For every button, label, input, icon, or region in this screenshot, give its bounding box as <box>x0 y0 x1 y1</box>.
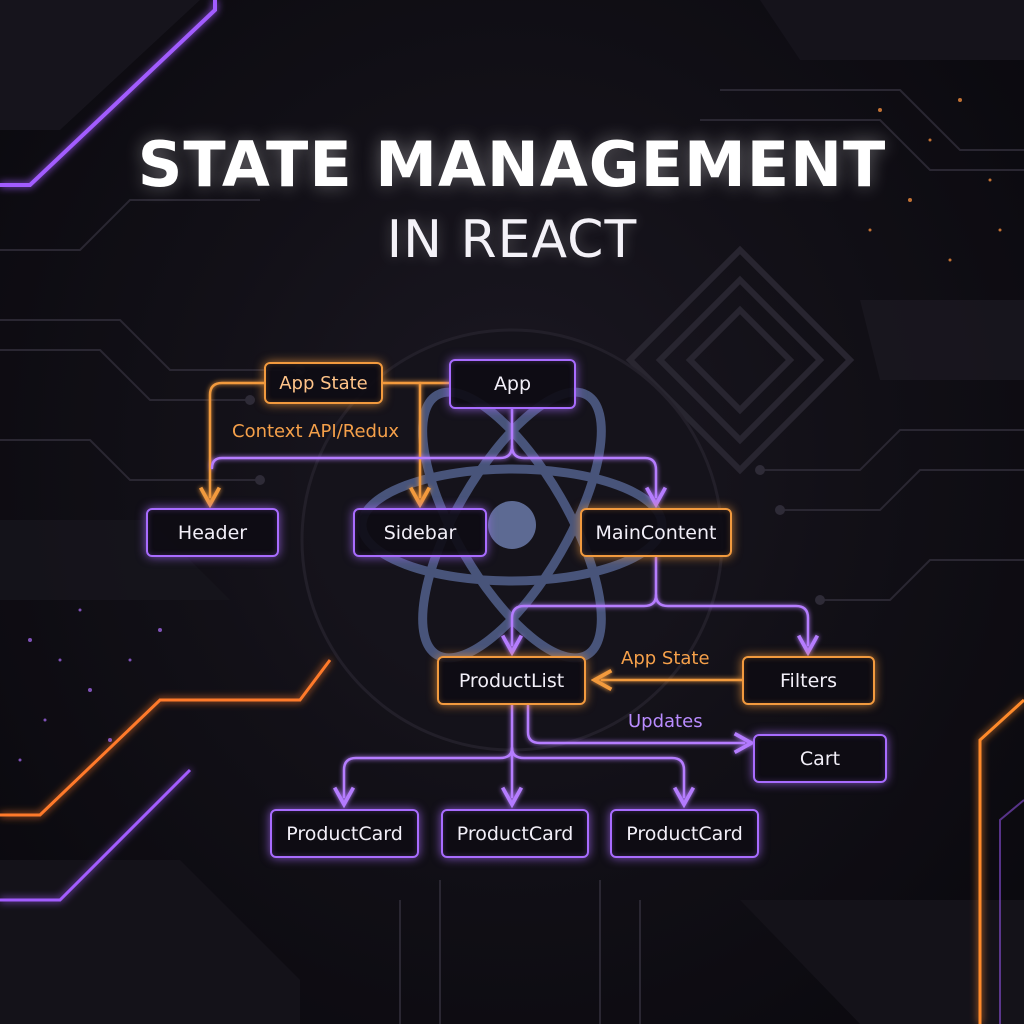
edge-label-context: Context API/Redux <box>232 421 400 442</box>
component-tree-connector <box>210 407 808 797</box>
node-product-list: ProductList <box>437 656 586 705</box>
node-product-card-1: ProductCard <box>270 809 419 858</box>
node-cart: Cart <box>753 734 887 783</box>
edge-label-filters-to-list: App State <box>621 648 710 669</box>
node-sidebar: Sidebar <box>353 508 487 557</box>
page-subtitle: IN REACT <box>386 210 638 270</box>
node-product-card-3: ProductCard <box>610 809 759 858</box>
node-main-content: MainContent <box>580 508 732 557</box>
edge-label-list-to-cart: Updates <box>628 711 703 732</box>
node-product-card-2: ProductCard <box>441 809 589 858</box>
node-app: App <box>449 359 576 409</box>
node-filters: Filters <box>742 656 875 705</box>
page-title: STATE MANAGEMENT <box>137 128 887 201</box>
node-header: Header <box>146 508 279 557</box>
app-state-connector <box>210 381 744 680</box>
node-app-state: App State <box>264 362 383 404</box>
